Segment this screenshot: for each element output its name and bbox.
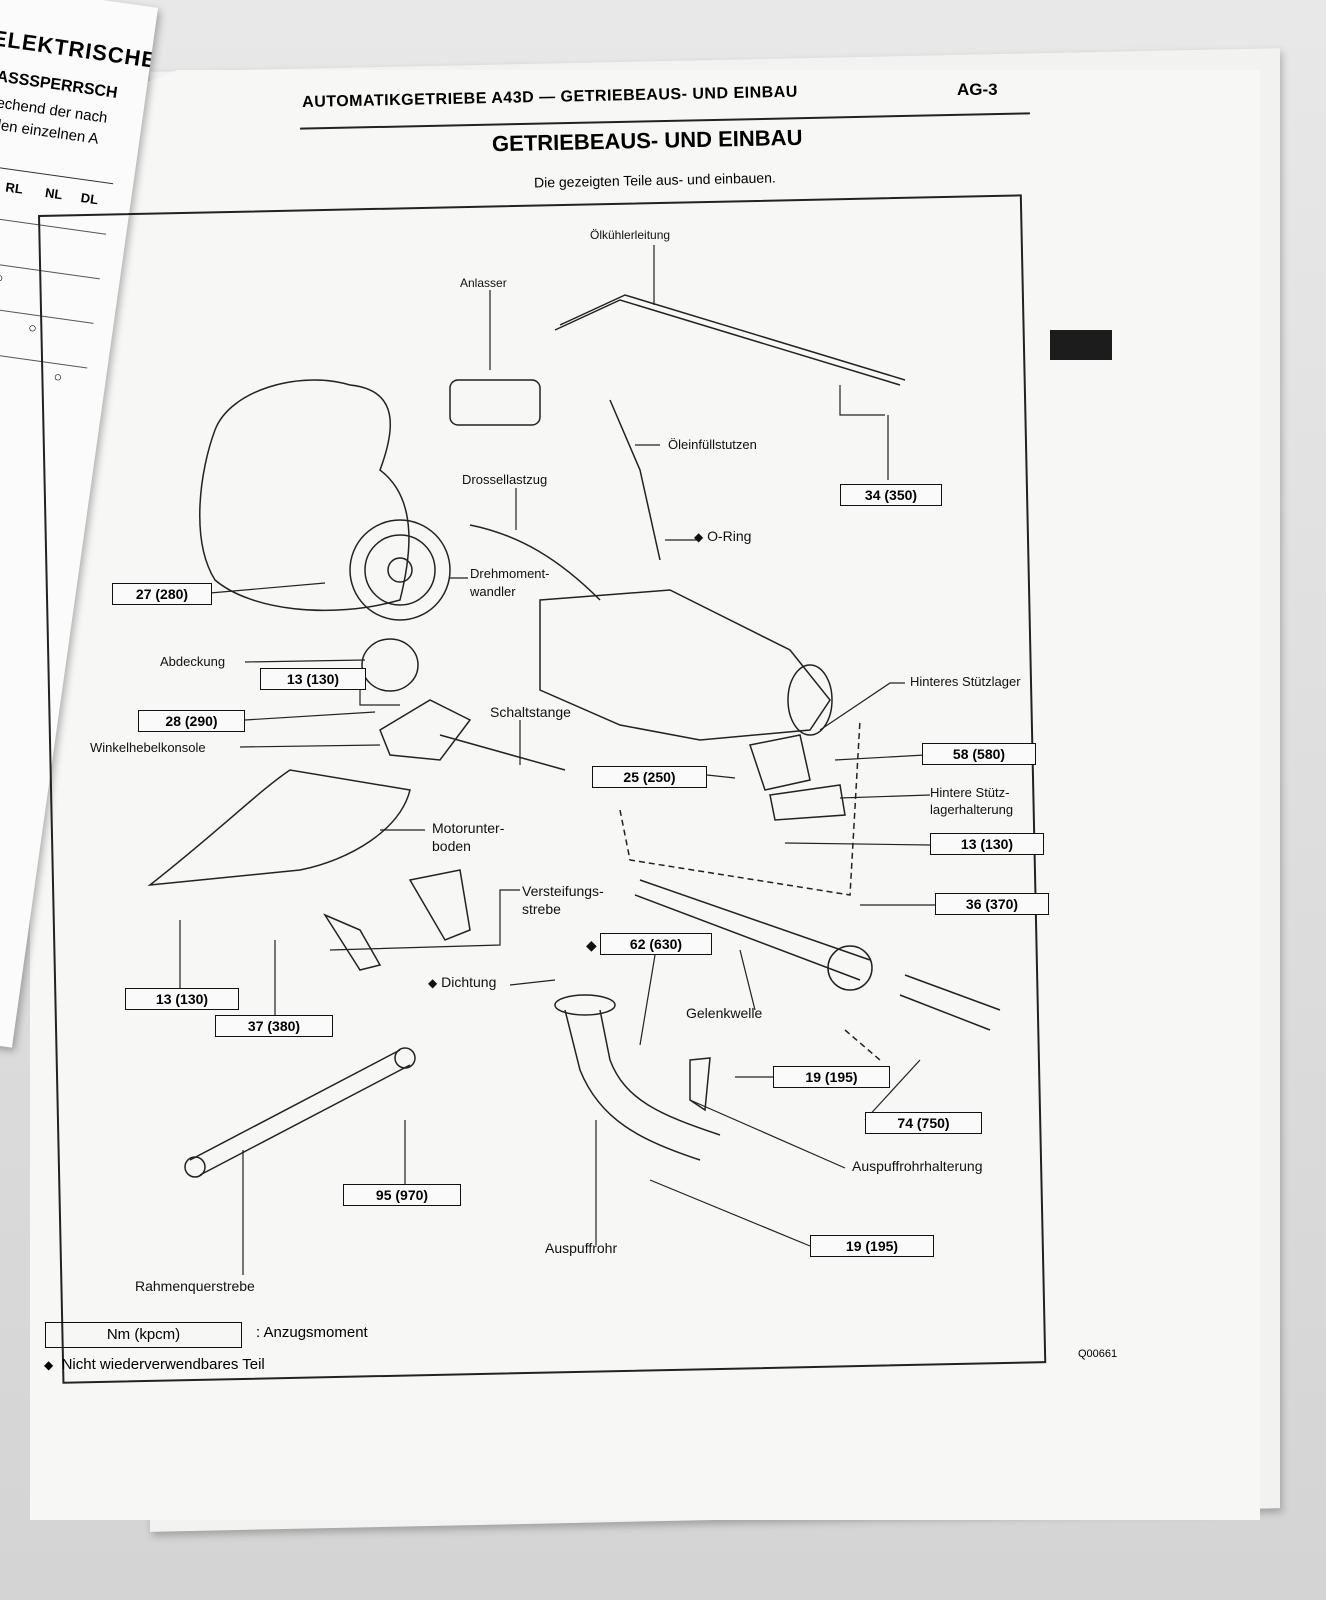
torque-box: 95 (970) bbox=[343, 1184, 461, 1206]
label-stiffener-1: Versteifungs- bbox=[522, 883, 604, 899]
label-rear-support-bracket-2: lagerhalterung bbox=[930, 802, 1014, 817]
label-torque-converter-1: Drehmoment- bbox=[470, 566, 550, 581]
torque-box: 27 (280) bbox=[112, 583, 212, 605]
rear-support-bracket-shape bbox=[769, 784, 846, 821]
shift-rod bbox=[439, 734, 566, 771]
torque-box: 13 (130) bbox=[260, 668, 366, 690]
label-o-ring-text: O-Ring bbox=[707, 528, 752, 544]
label-o-ring: ◆ O-Ring bbox=[694, 528, 751, 544]
torque-box: 62 (630) bbox=[600, 933, 712, 955]
torque-box: 19 (195) bbox=[773, 1066, 890, 1088]
legend-torque-desc: : Anzugsmoment bbox=[256, 1324, 368, 1341]
torque-box: 28 (290) bbox=[138, 710, 245, 732]
manual-page bbox=[30, 70, 1260, 1520]
exhaust-hanger-shape bbox=[689, 1057, 711, 1112]
propeller-shaft bbox=[639, 879, 871, 961]
label-shift-rod: Schaltstange bbox=[490, 704, 571, 720]
torque-converter-shape bbox=[349, 519, 451, 621]
legend-non-reusable: ◆ Nicht wiederverwendbares Teil bbox=[44, 1356, 265, 1373]
throttle-cable bbox=[469, 524, 601, 601]
transmission-shape bbox=[539, 589, 831, 741]
label-stiffener-2: strebe bbox=[522, 901, 561, 917]
torque-box: 58 (580) bbox=[922, 743, 1036, 765]
starter-shape bbox=[449, 379, 541, 426]
frame-crossmember bbox=[189, 1049, 411, 1176]
label-bellcrank-bracket: Winkelhebelkonsole bbox=[90, 740, 206, 755]
torque-box: 13 (130) bbox=[125, 988, 239, 1010]
page-number: AG-3 bbox=[957, 80, 998, 99]
oil-cooler-line bbox=[554, 299, 901, 386]
torque-box: 34 (350) bbox=[840, 484, 942, 506]
label-starter: Anlasser bbox=[460, 276, 507, 290]
non-reusable-diamond-icon: ◆ bbox=[586, 937, 597, 953]
engine-outline bbox=[199, 379, 410, 612]
thumb-tab-marker bbox=[1050, 330, 1112, 360]
label-torque-converter-2: wandler bbox=[470, 584, 516, 599]
label-engine-under-cover-1: Motorunter- bbox=[432, 820, 505, 836]
label-propeller-shaft: Gelenkwelle bbox=[686, 1005, 763, 1021]
dipstick-tube bbox=[609, 399, 661, 561]
label-engine-under-cover-2: boden bbox=[432, 838, 471, 854]
engine-under-cover-shape bbox=[147, 769, 411, 887]
label-exhaust-hanger: Auspuffrohrhalterung bbox=[852, 1158, 983, 1174]
label-gasket: ◆ Dichtung bbox=[428, 974, 496, 990]
exhaust-pipe bbox=[564, 1009, 721, 1161]
label-rear-support: Hinteres Stützlager bbox=[910, 674, 1021, 689]
label-oil-cooler-line: Ölkühlerleitung bbox=[590, 228, 671, 242]
label-oil-filler-tube: Öleinfüllstutzen bbox=[668, 437, 757, 452]
stiffener-shape bbox=[408, 869, 471, 941]
bellcrank-bracket-shape bbox=[379, 699, 472, 761]
torque-box: 37 (380) bbox=[215, 1015, 333, 1037]
label-exhaust-pipe: Auspuffrohr bbox=[545, 1240, 618, 1256]
label-throttle-cable: Drossellastzug bbox=[462, 472, 548, 487]
rear-support-shape bbox=[749, 734, 811, 791]
figure-code: Q00661 bbox=[1078, 1348, 1118, 1360]
legend-non-reusable-text: Nicht wiederverwendbares Teil bbox=[61, 1356, 265, 1373]
label-frame-crossmember: Rahmenquerstrebe bbox=[135, 1278, 255, 1294]
label-rear-support-bracket-1: Hintere Stütz- bbox=[930, 785, 1010, 800]
non-reusable-diamond-icon: ◆ bbox=[694, 530, 704, 544]
cover-shape bbox=[361, 638, 419, 692]
torque-box: 36 (370) bbox=[935, 893, 1049, 915]
label-cover: Abdeckung bbox=[160, 654, 226, 669]
torque-box: 25 (250) bbox=[592, 766, 707, 788]
torque-box: 19 (195) bbox=[810, 1235, 934, 1257]
non-reusable-diamond-icon: ◆ bbox=[44, 1358, 54, 1372]
torque-box: 13 (130) bbox=[930, 833, 1044, 855]
non-reusable-diamond-icon: ◆ bbox=[428, 976, 438, 990]
legend-torque-box: Nm (kpcm) bbox=[45, 1322, 242, 1348]
label-gasket-text: Dichtung bbox=[441, 974, 497, 990]
torque-box: 74 (750) bbox=[865, 1112, 982, 1134]
